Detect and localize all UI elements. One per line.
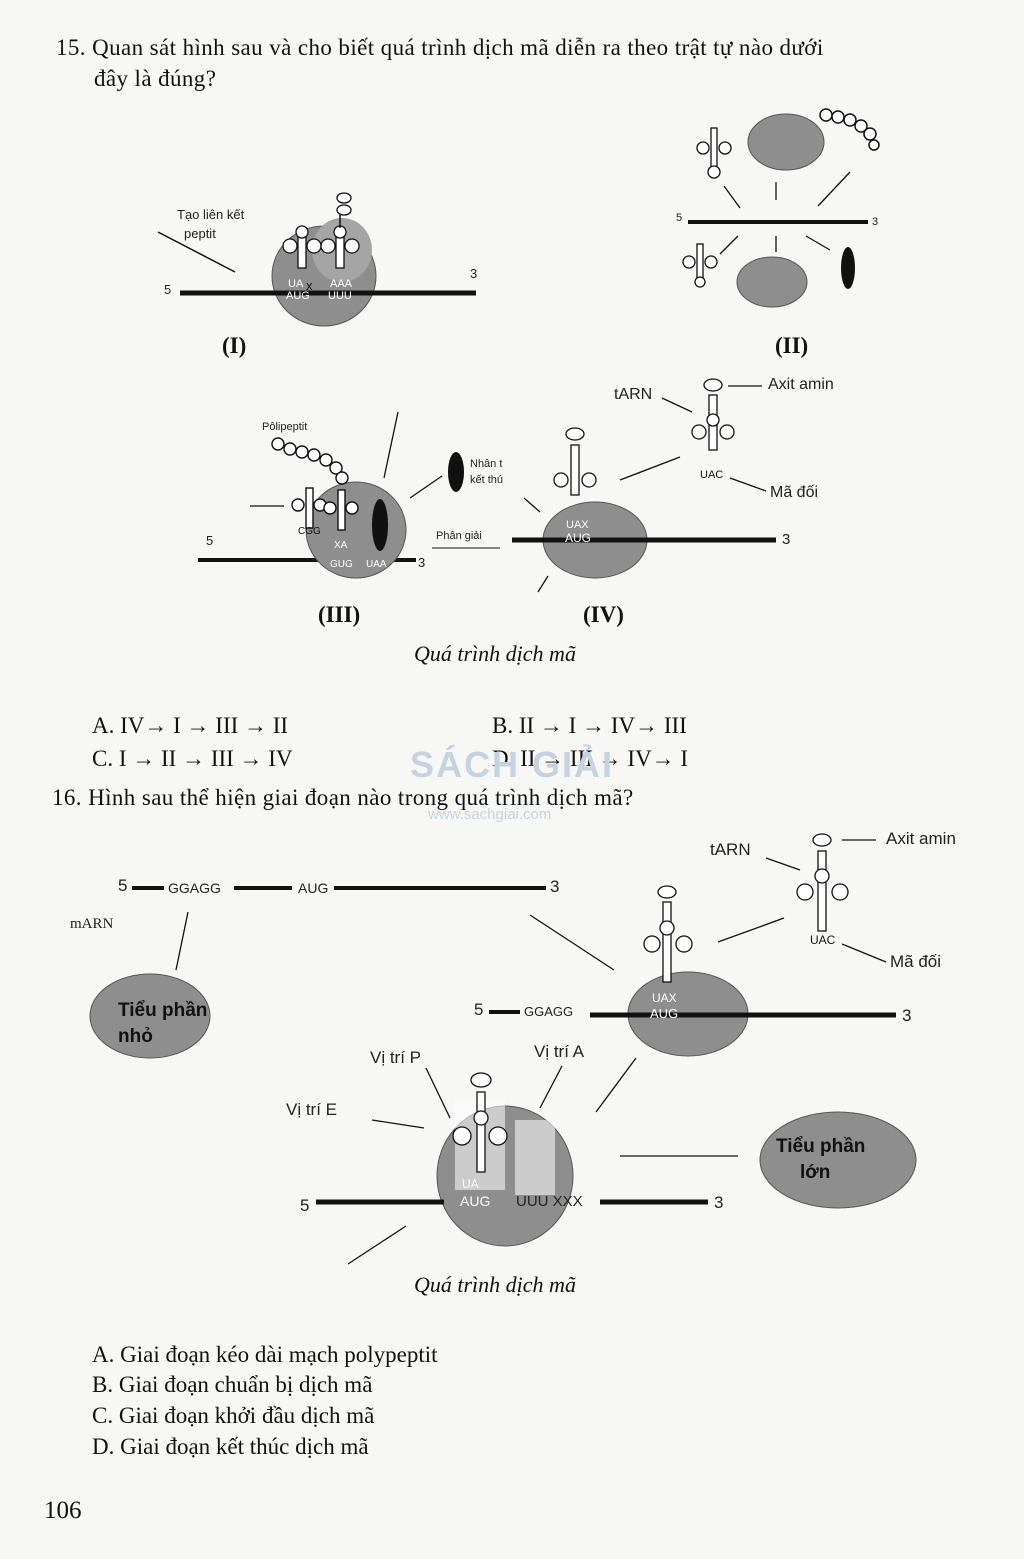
svg-text:CGG: CGG [298, 526, 321, 537]
svg-text:AUG: AUG [460, 1193, 490, 1209]
q16-option-a: A. Giai đoạn kéo dài mạch polypeptit [92, 1342, 438, 1367]
svg-text:AUG: AUG [650, 1006, 678, 1021]
q15-prompt-line1: 15. Quan sát hình sau và cho biết quá tr… [56, 35, 824, 60]
svg-text:UAX: UAX [566, 519, 589, 531]
svg-text:AAA: AAA [330, 278, 353, 290]
label-three-prime-i: 3 [470, 266, 478, 281]
label-nhan-to: Nhân t [470, 458, 503, 470]
ribosome-iii [305, 481, 407, 579]
label-uuu-xxx: UUU XXX [516, 1193, 583, 1210]
svg-text:AUG: AUG [565, 531, 591, 545]
svg-text:UAC: UAC [700, 469, 723, 481]
q15-option-a: A. IV→ I → III → II [92, 713, 289, 738]
label-marn: mARN [70, 916, 114, 932]
release-factor-ii [841, 247, 855, 289]
label-axit-amin-q16: Axit amin [886, 829, 956, 848]
label-ket-thuc: kết thú [470, 474, 504, 486]
label-peptit: peptit [184, 226, 216, 241]
svg-text:UUU: UUU [328, 290, 352, 302]
label-ggagg-top: GGAGG [168, 880, 221, 896]
svg-text:AUG: AUG [286, 290, 310, 302]
label-three-prime-top: 3 [550, 877, 560, 896]
roman-ii: (II) [775, 333, 809, 358]
label-vi-tri-e: Vị trí E [286, 1100, 338, 1119]
label-five-prime-ii: 5 [676, 212, 683, 224]
label-five-prime-i: 5 [164, 282, 172, 297]
release-factor-label-shape [448, 452, 464, 492]
large-subunit-ii [747, 113, 825, 171]
svg-text:UAX: UAX [652, 991, 677, 1005]
roman-iv: (IV) [583, 602, 624, 627]
q15-prompt-line2: đây là đúng? [94, 66, 217, 91]
label-five-prime-top: 5 [118, 876, 128, 895]
label-ma-doi-q16: Mã đối [890, 952, 942, 971]
label-ggagg-mid: GGAGG [524, 1004, 574, 1019]
label-three-prime-iv: 3 [782, 531, 791, 548]
label-five-prime-bottom: 5 [300, 1196, 310, 1215]
label-three-prime-bottom: 3 [714, 1193, 724, 1212]
label-tieu-phan-nho-1: Tiểu phần [118, 1000, 208, 1021]
release-factor-iii [372, 499, 388, 551]
label-aug-top: AUG [298, 880, 329, 896]
q15-option-c: C. I → II → III → IV [92, 746, 293, 771]
figure-q16: UAX AUG UAC UA AUG [89, 833, 917, 1265]
label-vi-tri-p: Vị trí P [370, 1048, 422, 1067]
label-polipeptit: Pôlipeptit [262, 421, 308, 433]
q16-option-d: D. Giai đoạn kết thúc dịch mã [92, 1434, 369, 1459]
label-tieu-phan-lon-1: Tiểu phần [776, 1136, 866, 1157]
label-tarn-q16: tARN [710, 840, 751, 859]
large-subunit-shape [759, 1111, 917, 1209]
label-three-prime-ii: 3 [872, 216, 879, 228]
q15-option-b: B. II → I → IV→ III [492, 713, 687, 738]
figure-i: UA AUG AAA UUU x [157, 192, 476, 327]
label-phan-giai: Phân giải [436, 530, 482, 542]
page-number: 106 [44, 1497, 82, 1524]
svg-text:XA: XA [334, 540, 348, 551]
label-three-prime-mid: 3 [902, 1006, 912, 1025]
roman-i: (I) [222, 333, 247, 358]
label-tieu-phan-lon-2: lớn [800, 1162, 831, 1183]
svg-text:UAA: UAA [366, 559, 387, 570]
watermark-url: www.sachgiai.com [428, 806, 552, 823]
label-vi-tri-a: Vị trí A [534, 1042, 585, 1061]
svg-text:UA: UA [288, 278, 304, 290]
label-ma-doi-q15: Mã đối [770, 484, 819, 501]
svg-text:GUG: GUG [330, 559, 353, 570]
q16-prompt: 16. Hình sau thể hiện giai đoạn nào tron… [52, 785, 634, 810]
watermark-logo: SÁCH GIẢI [410, 744, 615, 785]
q15-caption: Quá trình dịch mã [414, 641, 576, 666]
q16-option-c: C. Giai đoạn khởi đầu dịch mã [92, 1403, 375, 1428]
label-five-prime-iii: 5 [206, 533, 214, 548]
figure-iii: CGG XA GUG UAA [198, 411, 464, 579]
label-three-prime-iii: 3 [418, 555, 426, 570]
small-subunit-ii [736, 256, 808, 308]
figure-iv: UAX AUG UAC [432, 378, 776, 593]
svg-text:x: x [306, 278, 313, 293]
svg-text:UA: UA [462, 1177, 479, 1191]
figure-ii [682, 108, 880, 308]
small-subunit-shape [89, 973, 211, 1059]
label-five-prime-mid: 5 [474, 1000, 484, 1019]
svg-text:UAC: UAC [810, 933, 836, 947]
q15-option-d: D. II → III → IV→ I [492, 746, 689, 771]
q16-option-b: B. Giai đoạn chuẩn bị dịch mã [92, 1372, 373, 1397]
q16-caption: Quá trình dịch mã [414, 1272, 576, 1297]
label-tieu-phan-nho-2: nhỏ [118, 1026, 153, 1047]
label-tarn-q15: tARN [614, 386, 653, 403]
label-tao-lien-ket: Tạo liên kết [177, 207, 245, 222]
roman-iii: (III) [318, 602, 361, 627]
label-axit-amin-q15: Axit amin [768, 376, 834, 393]
